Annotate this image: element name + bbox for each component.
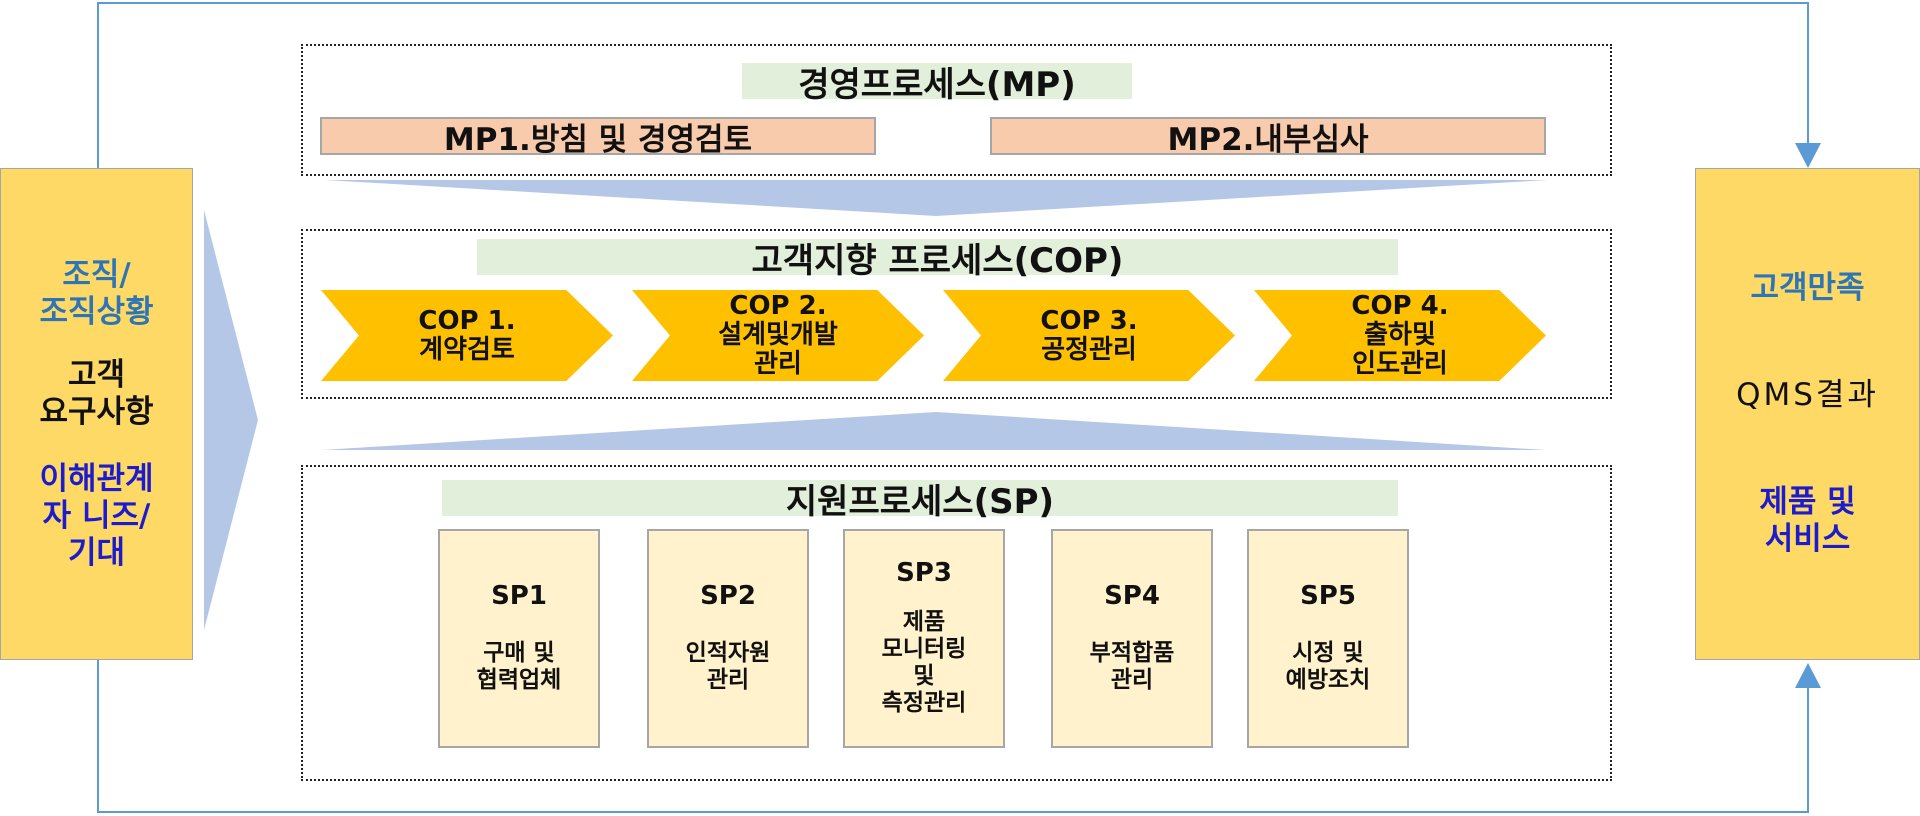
- input-arrow: [204, 210, 258, 630]
- cop2-name: 설계및개발 관리: [718, 320, 838, 379]
- cop3-chevron: COP 3. 공정관리: [943, 290, 1235, 381]
- product-service-label: 제품 및 서비스: [1759, 484, 1856, 557]
- feedback-loop-line-bottom: [97, 658, 1809, 813]
- cop-title: 고객지향 프로세스(COP): [477, 239, 1398, 281]
- cop4-chevron: COP 4. 출하및 인도관리: [1254, 290, 1546, 381]
- sp2-name: 인적자원 관리: [685, 640, 771, 693]
- sp1-code: SP1: [491, 581, 547, 611]
- org-context-label: 조직/ 조직상황: [39, 256, 154, 330]
- customer-requirements-label: 고객 요구사항: [39, 356, 154, 430]
- feedback-loop-line: [97, 2, 1809, 170]
- output-panel: 고객만족 QMS결과 제품 및 서비스: [1695, 168, 1920, 660]
- sp3-code: SP3: [896, 558, 952, 588]
- mp-title: 경영프로세스(MP): [742, 63, 1132, 105]
- cop2-code: COP 2.: [729, 291, 827, 321]
- stakeholder-needs-label: 이해관계 자 니즈/ 기대: [39, 460, 154, 571]
- cop1-name: 계약검토: [419, 334, 515, 365]
- sp1-box: SP1 구매 및 협력업체: [438, 529, 600, 748]
- loop-arrowhead-top: [1795, 143, 1821, 168]
- sp1-name: 구매 및 협력업체: [476, 640, 562, 693]
- sp-title: 지원프로세스(SP): [442, 480, 1398, 522]
- mp1-box: MP1.방침 및 경영검토: [320, 117, 876, 158]
- cop3-name: 공정관리: [1041, 334, 1137, 365]
- cop3-code: COP 3.: [1040, 305, 1138, 336]
- cop2-chevron: COP 2. 설계및개발 관리: [632, 290, 924, 381]
- cop1-chevron: COP 1. 계약검토: [321, 290, 613, 381]
- sp4-code: SP4: [1104, 581, 1160, 611]
- cop1-code: COP 1.: [418, 305, 516, 336]
- sp2-code: SP2: [700, 581, 756, 611]
- sp4-box: SP4 부적합품 관리: [1051, 529, 1213, 748]
- sp2-box: SP2 인적자원 관리: [647, 529, 809, 748]
- sp3-name: 제품 모니터링 및 측정관리: [881, 609, 967, 716]
- sp5-box: SP5 시정 및 예방조치: [1247, 529, 1409, 748]
- qms-result-label: QMS결과: [1736, 377, 1879, 413]
- sp-to-cop-arrow: [322, 412, 1546, 450]
- customer-satisfaction-label: 고객만족: [1750, 270, 1865, 306]
- sp3-box: SP3 제품 모니터링 및 측정관리: [843, 529, 1005, 748]
- loop-arrowhead-bottom: [1795, 663, 1821, 688]
- cop4-name: 출하및 인도관리: [1352, 320, 1448, 379]
- mp2-box: MP2.내부심사: [990, 117, 1546, 158]
- sp5-code: SP5: [1300, 581, 1356, 611]
- sp5-name: 시정 및 예방조치: [1285, 640, 1371, 693]
- cop4-code: COP 4.: [1351, 291, 1449, 321]
- mp-to-cop-arrow: [325, 180, 1548, 216]
- sp4-name: 부적합품 관리: [1089, 640, 1175, 693]
- input-panel: 조직/ 조직상황 고객 요구사항 이해관계 자 니즈/ 기대: [0, 168, 193, 660]
